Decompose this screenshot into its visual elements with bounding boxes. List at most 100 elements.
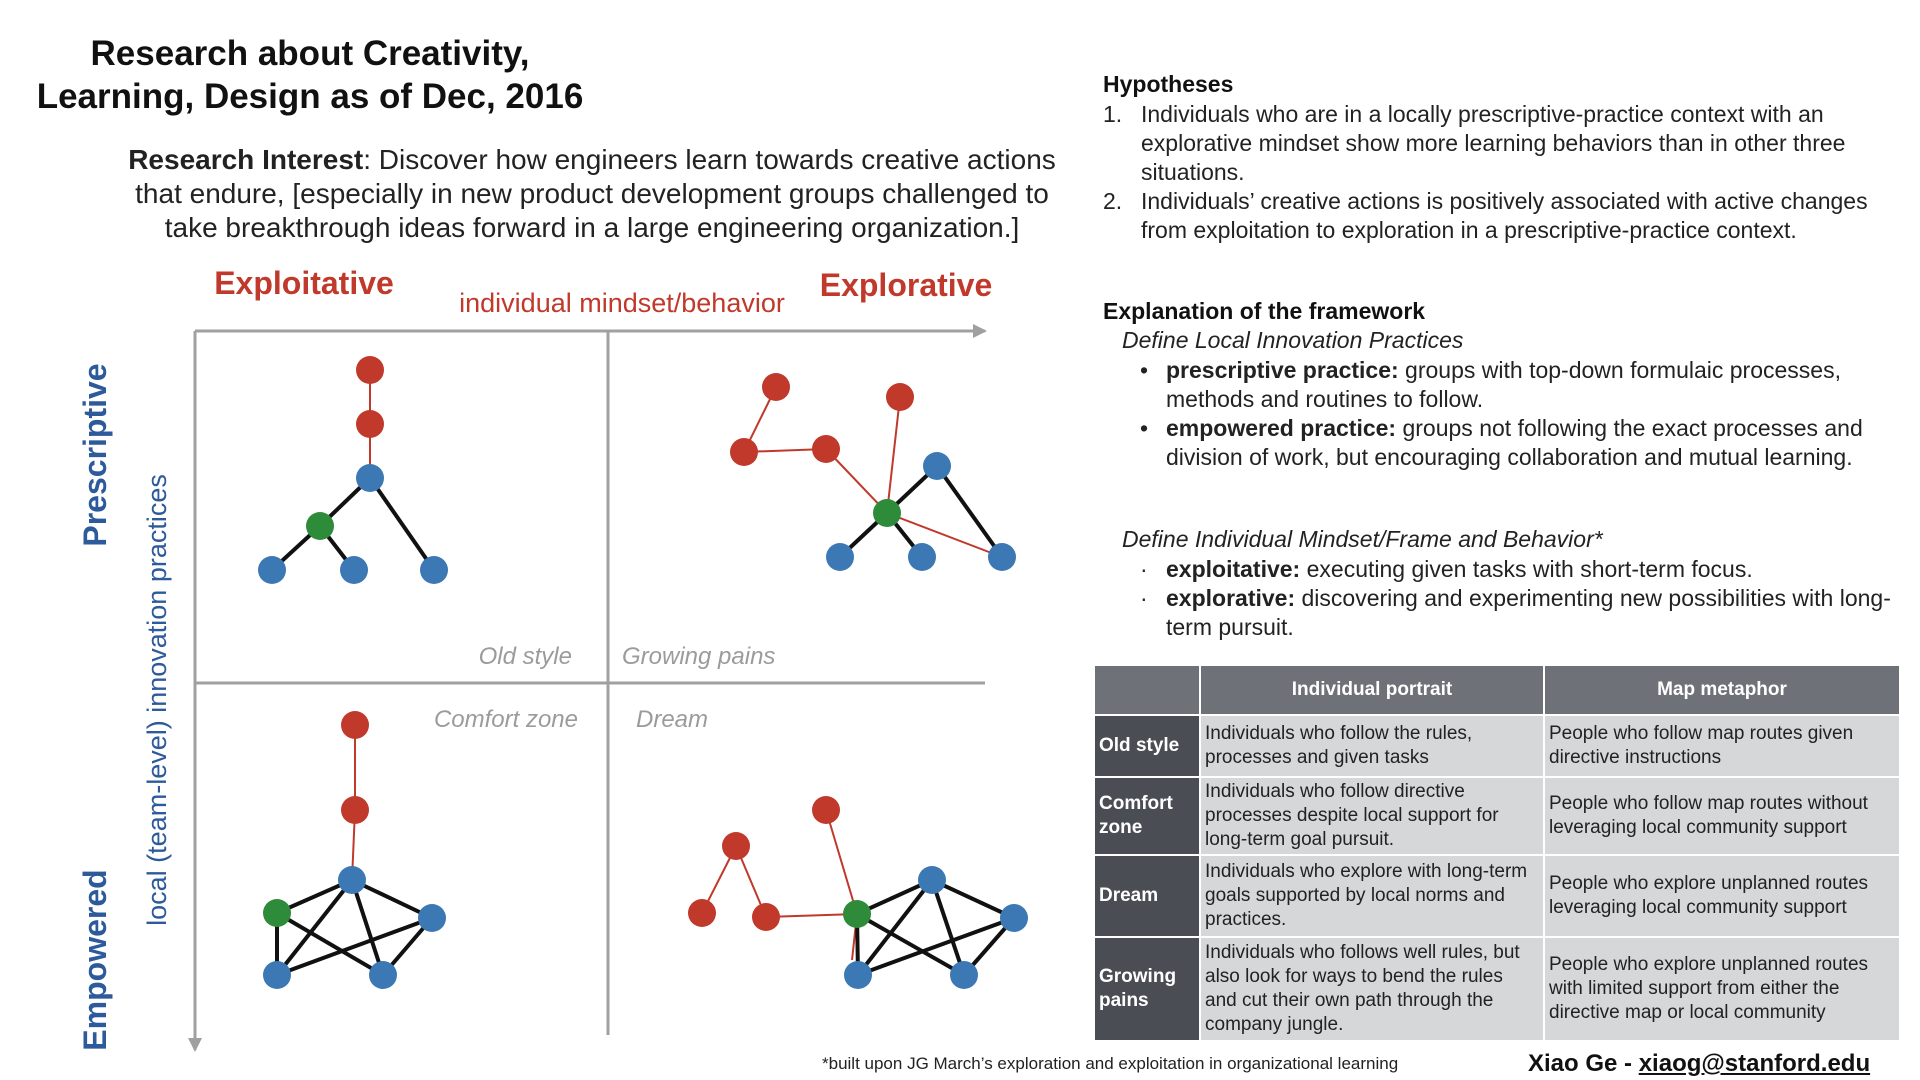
network-link	[857, 916, 1015, 977]
table-header-cell: Map metaphor	[1543, 664, 1901, 716]
red-node	[341, 796, 369, 824]
hypothesis-text: Individuals who are in a locally prescri…	[1141, 101, 1846, 185]
red-node	[722, 832, 750, 860]
blue-node	[356, 464, 384, 492]
red-node	[752, 903, 780, 931]
blue-node	[1000, 904, 1028, 932]
quadrant-label-old-style: Old style	[479, 643, 572, 670]
red-node	[730, 438, 758, 466]
research-interest-label: Research Interest	[128, 144, 364, 175]
hypothesis-number: 1.	[1103, 101, 1123, 127]
table-cell: Individuals who explore with long-term g…	[1199, 854, 1545, 938]
practice-term: empowered practice:	[1166, 415, 1397, 441]
network-link	[275, 878, 354, 977]
table-row: Old style Individuals who follow the rul…	[1093, 714, 1901, 778]
table-cell: Individuals who follow directive process…	[1199, 776, 1545, 856]
green-node	[843, 900, 871, 928]
framework-table: Individual portrait Map metaphor Old sty…	[1093, 664, 1901, 1042]
practice-item: •empowered practice: groups not followin…	[1130, 414, 1900, 472]
green-node	[263, 899, 291, 927]
hypothesis-text: Individuals’ creative actions is positiv…	[1141, 188, 1868, 243]
network-comfort-zone	[263, 711, 446, 989]
blue-node	[923, 452, 951, 480]
blue-node	[263, 961, 291, 989]
practices-heading: Define Local Innovation Practices	[1122, 327, 1464, 353]
table-row-header: Old style	[1093, 714, 1201, 778]
red-node	[886, 383, 914, 411]
network-link	[930, 879, 966, 976]
red-node	[762, 373, 790, 401]
green-node	[873, 499, 901, 527]
network-link	[856, 878, 934, 977]
network-link	[886, 396, 901, 514]
author-credit: Xiao Ge - xiaog@stanford.edu	[1528, 1050, 1870, 1078]
mindset-desc: discovering and experimenting new possib…	[1166, 585, 1891, 640]
page-title: Research about Creativity, Learning, Des…	[0, 32, 620, 118]
author-name: Xiao Ge -	[1528, 1050, 1639, 1077]
network-link	[935, 464, 1004, 559]
blue-node	[950, 961, 978, 989]
x-axis-label: individual mindset/behavior	[459, 288, 785, 318]
red-node	[341, 711, 369, 739]
author-email-link[interactable]: xiaog@stanford.edu	[1638, 1050, 1871, 1077]
blue-node	[369, 961, 397, 989]
blue-node	[418, 904, 446, 932]
table-row-header: Dream	[1093, 854, 1201, 938]
practice-item: •prescriptive practice: groups with top-…	[1130, 356, 1900, 414]
blue-node	[844, 961, 872, 989]
network-old-style	[258, 356, 448, 584]
practices-list: • prescriptive practice: groups with top-…	[1130, 356, 1900, 472]
practice-desc: groups with top-down formulaic processes…	[1166, 357, 1841, 412]
mindset-term: exploitative:	[1166, 556, 1301, 582]
mindset-heading: Define Individual Mindset/Frame and Beha…	[1122, 526, 1603, 552]
framework-explanation-title: Explanation of the framework	[1103, 298, 1426, 324]
blue-node	[420, 556, 448, 584]
mindset-desc: executing given tasks with short-term fo…	[1300, 556, 1753, 582]
quadrant-label-growing-pains: Growing pains	[622, 643, 775, 670]
red-node	[812, 796, 840, 824]
red-node	[356, 410, 384, 438]
table-header-row: Individual portrait Map metaphor	[1093, 664, 1901, 716]
mindset-item: ·explorative: discovering and experiment…	[1130, 584, 1900, 642]
red-node	[356, 356, 384, 384]
empowered-label: Empowered	[77, 869, 113, 1050]
framework-diagram: Exploitative Explorative individual mind…	[77, 265, 1028, 1052]
table-cell: People who follow map routes without lev…	[1543, 776, 1901, 856]
red-node	[812, 435, 840, 463]
title-line-1: Research about Creativity,	[90, 34, 530, 73]
quadrant-label-dream: Dream	[636, 706, 708, 733]
table-cell: People who explore unplanned routes with…	[1543, 936, 1901, 1042]
network-link	[931, 878, 1015, 920]
network-link	[350, 879, 385, 976]
quadrant-label-comfort-zone: Comfort zone	[434, 706, 578, 733]
research-interest-text: : Discover how engineers learn towards c…	[135, 144, 1056, 243]
network-link	[275, 911, 385, 977]
table-header-cell	[1093, 664, 1201, 716]
hypotheses-list: 1. Individuals who are in a locally presc…	[1103, 100, 1893, 245]
prescriptive-label: Prescriptive	[77, 363, 113, 546]
red-node	[688, 899, 716, 927]
mindset-item: · exploitative: executing given tasks wit…	[1130, 555, 1900, 584]
practice-term: prescriptive practice:	[1166, 357, 1399, 383]
network-growing-pains	[730, 373, 1016, 571]
bullet-icon: •	[1140, 415, 1149, 441]
mindset-term: explorative:	[1166, 585, 1296, 611]
network-link	[276, 916, 433, 977]
table-row: Growing pains Individuals who follows we…	[1093, 936, 1901, 1042]
bullet-icon: ·	[1140, 556, 1148, 582]
blue-node	[258, 556, 286, 584]
network-link	[825, 809, 858, 915]
blue-node	[988, 543, 1016, 571]
exploitative-label: Exploitative	[214, 265, 394, 301]
blue-node	[338, 866, 366, 894]
table-cell: People who follow map routes given direc…	[1543, 714, 1901, 778]
green-node	[306, 512, 334, 540]
footnote: *built upon JG March’s exploration and e…	[822, 1054, 1399, 1073]
research-interest: Research Interest: Discover how engineer…	[112, 143, 1072, 245]
table-row-header: Comfort zone	[1093, 776, 1201, 856]
hypothesis-number: 2.	[1103, 188, 1123, 214]
y-axis-label: local (team-level) innovation practices	[142, 474, 172, 926]
table-cell: People who explore unplanned routes leve…	[1543, 854, 1901, 938]
table-header-cell: Individual portrait	[1199, 664, 1545, 716]
blue-node	[918, 866, 946, 894]
